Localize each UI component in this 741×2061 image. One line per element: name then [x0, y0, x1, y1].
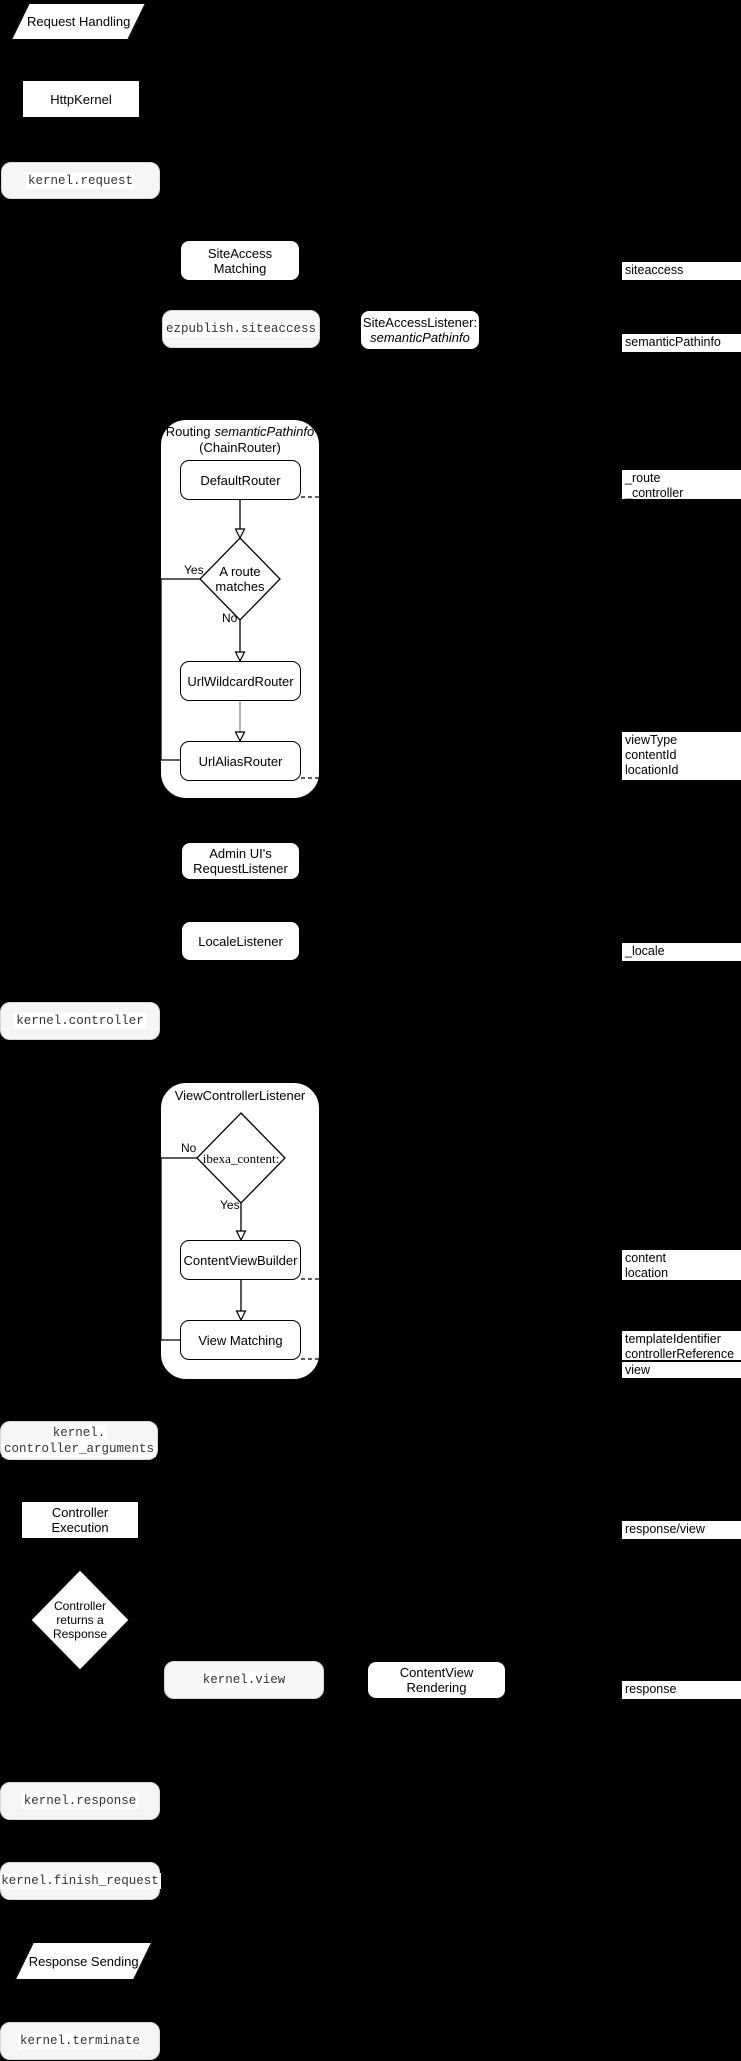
siteaccess-matching-node: SiteAccess Matching	[180, 240, 300, 281]
kernel-view-label: kernel.view	[200, 1672, 288, 1688]
annotation-contentid: contentId	[625, 748, 677, 762]
siteaccess-listener-line2: semanticPathinfo	[370, 330, 470, 345]
annotation-view: view	[622, 1362, 741, 1378]
kernel-controller-arguments-line2: controller_arguments	[1, 1440, 157, 1457]
view-yes-label: Yes	[220, 1198, 240, 1212]
routing-title-italic: semanticPathinfo	[214, 424, 315, 439]
route-decision-line1: A route	[219, 564, 261, 579]
kernel-response-label: kernel.response	[21, 1793, 139, 1809]
response-sending-terminator: Response Sending	[14, 1942, 153, 1980]
request-handling-label: Request Handling	[26, 14, 131, 29]
route-yes-label: Yes	[184, 563, 204, 577]
annotation-controller: _controller	[625, 486, 684, 500]
annotation-route-controller: _route _controller	[622, 470, 741, 501]
kernel-response-event: kernel.response	[0, 1782, 160, 1820]
annotation-semantic-pathinfo: semanticPathinfo	[622, 334, 741, 352]
annotation-siteaccess: siteaccess	[622, 262, 741, 280]
default-router-label: DefaultRouter	[200, 472, 281, 488]
kernel-controller-event: kernel.controller	[0, 1002, 160, 1040]
response-decision-label: Controller returns a Response	[40, 1599, 120, 1641]
kernel-terminate-event: kernel.terminate	[0, 2022, 160, 2060]
response-decision-line2: returns a	[56, 1613, 104, 1627]
content-view-builder-node: ContentViewBuilder	[180, 1240, 301, 1280]
kernel-terminate-label: kernel.terminate	[17, 2033, 143, 2049]
routing-title-normal: Routing	[165, 424, 211, 439]
siteaccess-matching-label: SiteAccess Matching	[207, 245, 273, 276]
annotation-viewtype: viewType	[625, 733, 678, 747]
url-alias-router-label: UrlAliasRouter	[198, 753, 283, 769]
http-kernel-label: HttpKernel	[50, 91, 112, 107]
route-matches-decision-label: A route matches	[200, 564, 280, 594]
annotation-response: response	[622, 1681, 741, 1699]
kernel-view-event: kernel.view	[164, 1661, 324, 1699]
routing-connectors	[160, 496, 319, 779]
annotation-locationid: locationId	[625, 763, 679, 777]
contentview-rendering-label: ContentView Rendering	[399, 1665, 474, 1695]
url-wildcard-router-node: UrlWildcardRouter	[180, 661, 301, 701]
annotation-route: _route	[625, 471, 661, 485]
controller-execution-node: Controller Execution	[21, 1501, 139, 1539]
annotation-location: location	[625, 1266, 669, 1280]
annotation-locale: _locale	[622, 943, 741, 961]
url-alias-router-node: UrlAliasRouter	[180, 741, 301, 781]
view-no-label: No	[181, 1141, 197, 1155]
contentview-rendering-node: ContentView Rendering	[367, 1661, 506, 1699]
locale-listener-node: LocaleListener	[181, 921, 300, 961]
kernel-request-event: kernel.request	[1, 162, 160, 199]
ibexa-content-decision-label: ibexa_content:	[202, 1151, 280, 1166]
annotation-template-controller-ref: templateIdentifier controllerReference	[622, 1331, 741, 1362]
http-kernel-node: HttpKernel	[22, 80, 140, 118]
annotation-content: content	[625, 1251, 667, 1265]
default-router-node: DefaultRouter	[180, 460, 301, 500]
kernel-controller-arguments-line1: kernel.	[50, 1424, 108, 1441]
ezpublish-siteaccess-event: ezpublish.siteaccess	[162, 310, 320, 348]
admin-request-listener-line2: RequestListener	[193, 861, 288, 876]
admin-request-listener-node: Admin UI's RequestListener	[181, 842, 300, 880]
response-decision-line3: Response	[52, 1627, 108, 1641]
annotation-content-location: content location	[622, 1250, 741, 1280]
annotation-controller-reference: controllerReference	[625, 1347, 735, 1361]
kernel-finish-request-event: kernel.finish_request	[0, 1862, 161, 1900]
controller-execution-label: Controller Execution	[51, 1505, 109, 1535]
siteaccess-listener-line1: SiteAccessListener:	[362, 315, 478, 330]
request-handling-terminator: Request Handling	[10, 3, 147, 40]
routing-title-line2: (ChainRouter)	[199, 440, 281, 455]
view-matching-node: View Matching	[180, 1320, 301, 1360]
response-decision-shape	[30, 1569, 130, 1671]
view-controller-connectors	[160, 1112, 319, 1360]
kernel-finish-request-label: kernel.finish_request	[0, 1873, 161, 1889]
admin-request-listener-line1: Admin UI's	[209, 846, 272, 861]
kernel-controller-arguments-event: kernel. controller_arguments	[0, 1421, 158, 1460]
controller-returns-response-decision: Controller returns a Response	[30, 1569, 130, 1671]
kernel-request-label: kernel.request	[25, 172, 136, 189]
view-matching-label: View Matching	[198, 1332, 283, 1348]
content-view-builder-label: ContentViewBuilder	[183, 1252, 298, 1268]
annotation-response-view: response/view	[622, 1521, 741, 1539]
response-decision-line1: Controller	[53, 1599, 107, 1613]
url-wildcard-router-label: UrlWildcardRouter	[187, 673, 294, 689]
route-decision-line2: matches	[215, 579, 265, 594]
annotation-viewtype-contentid-locationid: viewType contentId locationId	[622, 732, 741, 780]
annotation-template-identifier: templateIdentifier	[625, 1332, 721, 1346]
locale-listener-label: LocaleListener	[198, 933, 283, 949]
route-no-label: No	[222, 611, 238, 625]
ezpublish-siteaccess-label: ezpublish.siteaccess	[163, 321, 319, 337]
kernel-controller-label: kernel.controller	[14, 1013, 146, 1029]
view-controller-title: ViewControllerListener	[174, 1088, 306, 1103]
siteaccess-listener-node: SiteAccessListener: semanticPathinfo	[360, 310, 480, 350]
response-sending-label: Response Sending	[28, 1953, 139, 1969]
